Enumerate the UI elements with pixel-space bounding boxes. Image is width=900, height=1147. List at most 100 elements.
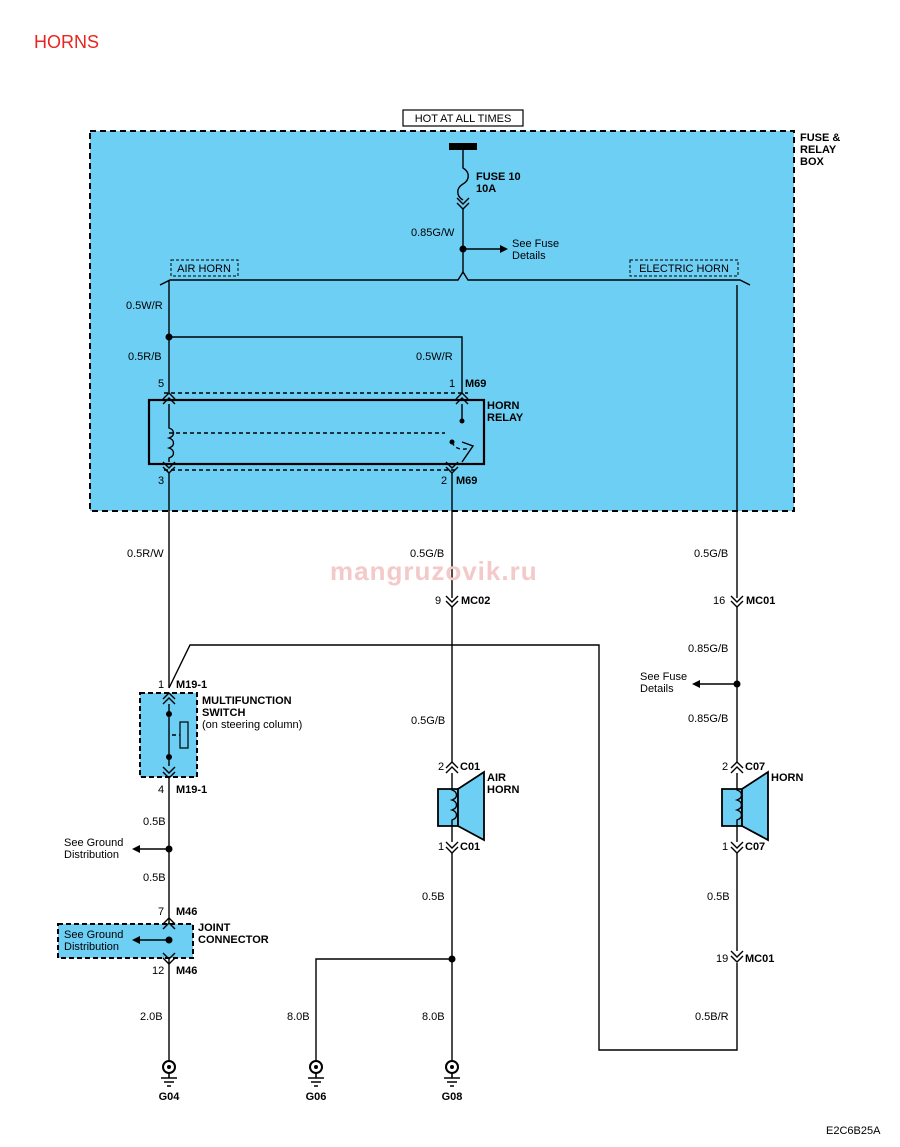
ground-g04-label: G04: [159, 1091, 181, 1103]
joint-name-1: JOINT: [198, 922, 231, 934]
switch-dot-top: [166, 711, 172, 717]
relay-contact: [461, 404, 475, 463]
joint-name-2: CONNECTOR: [198, 934, 269, 946]
m19-pin-bottom: 4: [158, 784, 164, 796]
wire-label-left-top: 0.5W/R: [126, 300, 163, 312]
wire-label-left-mid: 0.5R/B: [128, 351, 162, 363]
relay-name-2: RELAY: [487, 412, 524, 424]
c07-label-top: C07: [745, 761, 765, 773]
horn-fuse-details-arrowhead: [692, 680, 700, 688]
power-source-label: HOT AT ALL TIMES: [415, 113, 512, 125]
c01-pin-top: 2: [438, 761, 444, 773]
m46-label-top: M46: [176, 906, 197, 918]
mc02-pin: 9: [435, 595, 441, 607]
c07-pin-top: 2: [722, 761, 728, 773]
m46-top-chevron: [162, 917, 176, 930]
wire-label-airhorn-out: 0.5B: [422, 891, 445, 903]
m46-bottom-chevron: [162, 952, 176, 965]
switch-name-3: (on steering column): [202, 719, 302, 731]
wire-label-horn-feed: 0.5G/B: [694, 548, 728, 560]
fuse-10-symbol: [457, 150, 469, 201]
relay-pin-5: 5: [158, 378, 164, 390]
horn-bell: [741, 770, 769, 842]
m46-pin-bottom: 12: [152, 965, 164, 977]
fuse-rating: 10A: [476, 183, 496, 195]
joint-ground-dist-1: See Ground: [64, 929, 123, 941]
mc01-pin: 16: [713, 595, 725, 607]
ground-dist-arrowhead: [132, 845, 140, 853]
electric-horn-option-label: ELECTRIC HORN: [639, 263, 729, 275]
relay-feed-wire-right: [169, 336, 463, 393]
joint-splice: [165, 936, 173, 944]
mc01-pin19-chevron: [730, 950, 744, 963]
wire-label-mc01-b: 0.85G/B: [688, 713, 728, 725]
horn-relay-body: [147, 398, 486, 466]
ground-dist-2: Distribution: [64, 849, 119, 861]
air-horn-name-1: AIR: [487, 772, 506, 784]
air-horn-name-2: HORN: [487, 784, 519, 796]
relay-pin-1: 1: [449, 378, 455, 390]
fuse-name: FUSE 10: [476, 171, 521, 183]
relay-pin1-chevron: [455, 392, 469, 405]
mc01-label: MC01: [746, 595, 775, 607]
g06-wire: [315, 958, 452, 1062]
air-horn-option-box: [170, 259, 239, 277]
wire-label-sw-out: 0.5B: [143, 816, 166, 828]
power-source-box: [402, 109, 524, 127]
c01-pin-bottom: 1: [438, 841, 444, 853]
ground-g06-symbol: [308, 1060, 324, 1087]
relay-contact-dot-1: [459, 418, 465, 424]
ground-g08-label: G08: [442, 1091, 463, 1103]
c07-bottom-chevron: [730, 841, 744, 854]
fuse-details-arrowhead: [500, 245, 508, 253]
m19-top-chevron: [162, 692, 176, 705]
m46-pin-top: 7: [158, 906, 164, 918]
horn-body: [721, 788, 743, 827]
switch-dot-bottom: [166, 754, 172, 760]
ground-g08-symbol: [444, 1060, 460, 1087]
c01-top-chevron: [445, 761, 459, 774]
joint-ground-dist-2: Distribution: [64, 941, 119, 953]
fuse-relay-box-label-1: FUSE &: [800, 132, 840, 144]
air-horn-bell: [457, 770, 485, 842]
relay-pin-3: 3: [158, 475, 164, 487]
c01-bottom-chevron: [445, 841, 459, 854]
m46-label-bottom: M46: [176, 965, 197, 977]
relay-coil: [166, 404, 175, 462]
see-fuse-details-2: Details: [512, 250, 546, 262]
page-title: HORNS: [34, 32, 99, 52]
wire-label-horn-out: 0.5B: [707, 891, 730, 903]
relay-conn-top: M69: [465, 378, 486, 390]
switch-name-2: SWITCH: [202, 707, 245, 719]
feed-wire-label: 0.85G/W: [411, 227, 455, 239]
wire-label-switch: 0.5R/W: [127, 548, 164, 560]
fuse-relay-box-zone: [89, 130, 795, 512]
relay-pin-2: 2: [441, 475, 447, 487]
air-horn-coil: [449, 773, 458, 842]
horn-return-wire: [168, 644, 738, 1051]
fuse-busbar: [449, 143, 477, 150]
relay-name-1: HORN: [487, 400, 519, 412]
horn-see-fuse-details-2: Details: [640, 683, 674, 695]
see-fuse-details-1: See Fuse: [512, 238, 559, 250]
relay-contact-arc: [451, 441, 471, 450]
fuse-relay-box-label-2: RELAY: [800, 144, 837, 156]
m19-label-top: M19-1: [176, 679, 207, 691]
horn-name: HORN: [771, 772, 803, 784]
wire-label-mc01-a: 0.85G/B: [688, 643, 728, 655]
c01-label-top: C01: [460, 761, 480, 773]
wire-label-sw-out2: 0.5B: [143, 872, 166, 884]
horn-see-fuse-details-1: See Fuse: [640, 671, 687, 683]
c07-label-bottom: C07: [745, 841, 765, 853]
relay-pin5-chevron: [162, 392, 176, 405]
joint-arrowhead: [132, 936, 140, 944]
air-horn-option-label: AIR HORN: [177, 263, 231, 275]
mc01-label-2: MC01: [745, 953, 774, 965]
c01-label-bottom: C01: [460, 841, 480, 853]
wire-label-relay-in: 0.5W/R: [416, 351, 453, 363]
ground-g04-symbol: [161, 1060, 177, 1087]
watermark: mangruzovik.ru: [330, 556, 538, 586]
figure-id: E2C6B25A: [826, 1125, 881, 1137]
mc02-label: MC02: [461, 595, 490, 607]
